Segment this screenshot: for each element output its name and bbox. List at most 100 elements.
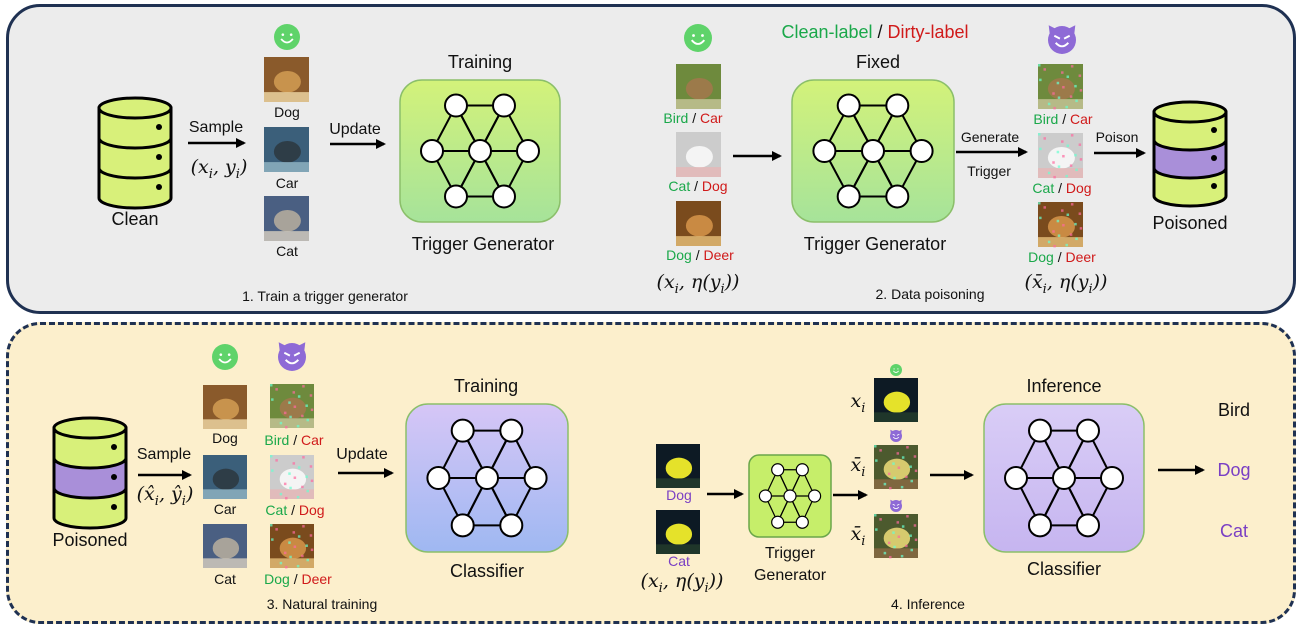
train-sample-label-car: Car [275, 175, 299, 191]
trigger-noise [306, 489, 309, 493]
thumb-ground [874, 479, 918, 489]
trigger-noise [292, 391, 296, 394]
trigger-noise [297, 395, 301, 398]
trigger-noise [1057, 165, 1061, 168]
trigger-noise [1061, 71, 1064, 74]
db-top [1152, 100, 1228, 124]
trigger-generator-small-line2: Generator [753, 567, 827, 584]
training-title: Training [447, 52, 513, 72]
trigger-noise [874, 445, 877, 448]
trigger-noise [1053, 244, 1056, 248]
trigger-noise [1075, 168, 1078, 172]
trigger-noise [1056, 81, 1060, 85]
trigger-noise [275, 528, 278, 531]
trigger-noise [310, 408, 314, 412]
poisoned-db-label-2: Poisoned [52, 530, 128, 550]
thumb-ground [270, 558, 314, 568]
legend: Clean-label / Dirty-label [781, 22, 968, 43]
network-node [450, 513, 475, 538]
trigger-noise [305, 544, 308, 547]
trigger-noise [887, 472, 891, 476]
pair-dirty: Dog [1065, 180, 1092, 196]
trigger-noise [892, 531, 895, 534]
trigger-noise [905, 544, 908, 548]
thumb-subject [685, 77, 713, 100]
thumb-ground [676, 99, 721, 109]
trigger-noise [1047, 102, 1051, 106]
trigger-noise [1070, 65, 1074, 68]
thumb-ground [656, 544, 700, 554]
network-node [492, 93, 516, 118]
trigger-noise [292, 531, 296, 534]
clean-db-label: Clean [111, 209, 159, 229]
thumb-ground [656, 478, 700, 488]
trigger-noise [1047, 240, 1051, 244]
trigger-noise [297, 466, 301, 469]
thumb-subject [883, 391, 911, 413]
trigger-noise [1075, 237, 1078, 241]
trigger-noise [1079, 227, 1083, 230]
trigger-noise [283, 551, 287, 555]
legend-separator: / [872, 22, 888, 42]
trigger-noise [1056, 150, 1060, 154]
trigger-noise [283, 411, 287, 415]
thumb-ground [1038, 99, 1083, 109]
db-top [97, 96, 173, 120]
trigger-noise [1052, 92, 1055, 95]
smiley-mouth-icon [218, 358, 232, 364]
thumb-subject [273, 70, 301, 93]
devil-eye-icon [896, 503, 900, 506]
trigger-noise [1053, 106, 1056, 110]
trigger-noise [305, 404, 308, 407]
network-node [836, 184, 861, 209]
poison-pair-2: Cat / Dog [668, 178, 728, 194]
trigger-noise [285, 496, 288, 500]
network-node [885, 93, 910, 118]
p2-poison-pair-3: Dog / Deer [264, 571, 332, 587]
trigger-noise [914, 469, 918, 473]
pair-dirty: Deer [703, 247, 734, 263]
trigger-noise [1057, 96, 1061, 99]
legend-clean-label: Clean-label [781, 22, 873, 42]
trigger-noise [1062, 85, 1065, 89]
trigger-noise [889, 486, 892, 490]
poisoned-pair-1: Bird / Car [1033, 111, 1093, 127]
trigger-noise [1039, 216, 1042, 220]
trigger-noise [289, 415, 292, 419]
trigger-noise [1075, 99, 1078, 103]
thumb-ground [203, 419, 247, 429]
network-node [475, 466, 499, 490]
trigger-noise [1061, 140, 1064, 143]
output-cat: Cat [1219, 521, 1249, 541]
trigger-noise [275, 388, 278, 391]
trigger-noise [883, 482, 887, 486]
trigger-noise [913, 524, 917, 527]
smiley-eye-icon [289, 33, 293, 36]
trigger-noise [288, 401, 291, 404]
sample-math: (xi, yi) [190, 156, 248, 182]
network-node [909, 139, 934, 163]
trigger-noise [910, 479, 913, 483]
trigger-noise [1061, 209, 1064, 212]
smiley-mouth-icon [690, 39, 706, 45]
trigger-noise [879, 449, 882, 452]
db-indicator [1211, 127, 1217, 133]
network-node [771, 463, 785, 477]
trigger-noise [914, 538, 918, 542]
trigger-noise [1053, 175, 1056, 179]
trigger-noise [1066, 75, 1070, 79]
clean-sample-car: Car [213, 501, 237, 517]
input-math: (xi, η(yi)) [656, 271, 740, 297]
trigger-generator-label: Trigger Generator [411, 234, 555, 254]
trigger-noise [883, 551, 887, 555]
thumb-subject [685, 145, 713, 168]
poison-pair-1: Bird / Car [663, 110, 723, 126]
db-indicator [1211, 183, 1217, 189]
trigger-noise [1038, 64, 1041, 67]
devil-eye-icon [892, 433, 896, 436]
devil-eye-icon [892, 503, 896, 506]
step1-caption: 1. Train a trigger generator [242, 288, 408, 304]
sample-math-2: (x̂i, ŷi) [136, 483, 194, 509]
pair-dirty: Car [700, 110, 723, 126]
thumb-ground [264, 231, 309, 241]
